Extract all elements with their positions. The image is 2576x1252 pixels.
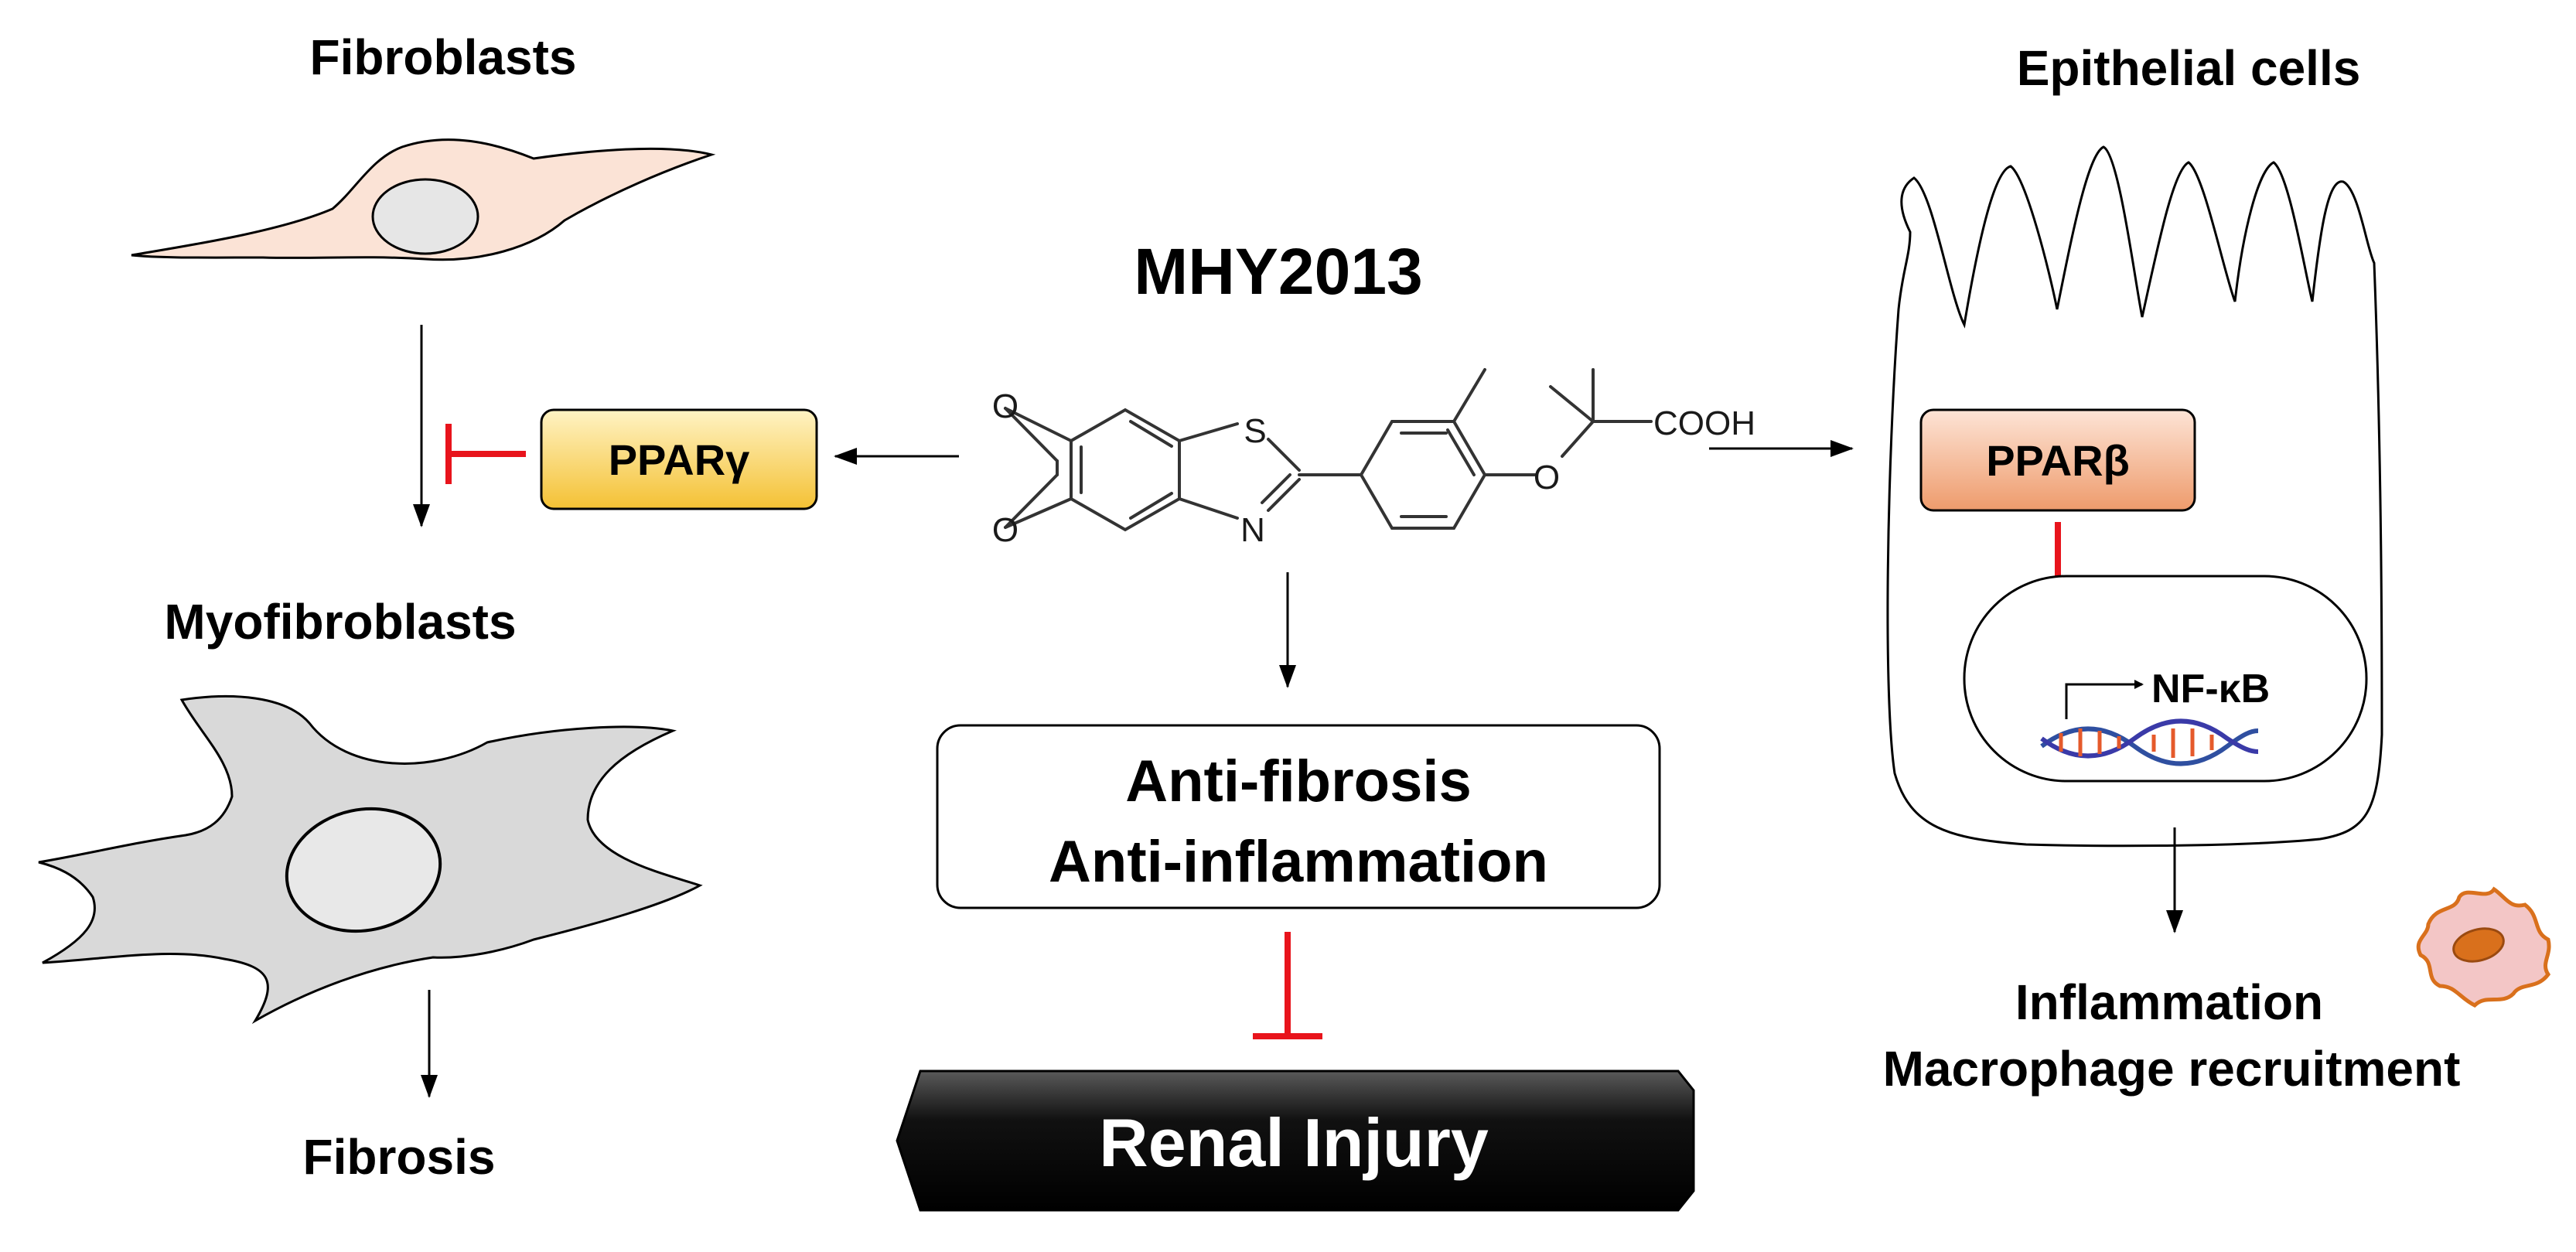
macrophage-icon xyxy=(2416,886,2551,1008)
epithelial-cells-label: Epithelial cells xyxy=(2017,40,2361,96)
svg-text:O: O xyxy=(992,511,1018,549)
svg-text:O: O xyxy=(992,387,1018,425)
renal-injury-label: Renal Injury xyxy=(1099,1104,1489,1181)
transcription-arrow-icon xyxy=(2065,680,2144,719)
anti-inflammation-label: Anti-inflammation xyxy=(1049,829,1548,895)
chemical-atom-labels: O O S N O COOH xyxy=(992,387,1755,549)
svg-text:COOH: COOH xyxy=(1653,404,1755,442)
anti-fibrosis-label: Anti-fibrosis xyxy=(1125,749,1472,814)
inhibit-renal-injury xyxy=(1253,932,1322,1039)
fibroblasts-label: Fibroblasts xyxy=(310,29,577,85)
svg-text:O: O xyxy=(1534,459,1560,496)
macrophage-recruitment-label: Macrophage recruitment xyxy=(1883,1041,2461,1097)
svg-text:N: N xyxy=(1240,511,1265,549)
inhibit-differentiation xyxy=(445,424,526,484)
myofibroblast-cell xyxy=(38,694,703,1025)
dna-icon xyxy=(2040,718,2259,766)
nfkb-label: NF-κB xyxy=(2151,667,2270,711)
compound-name: MHY2013 xyxy=(1134,235,1423,308)
ppar-gamma-box: PPARγ xyxy=(540,408,818,510)
chemical-structure xyxy=(1004,368,1653,532)
nucleus xyxy=(1963,575,2368,783)
inflammation-label: Inflammation xyxy=(2015,974,2323,1030)
ppar-beta-box: PPARβ xyxy=(1919,408,2196,512)
effects-box: Anti-fibrosis Anti-inflammation xyxy=(936,724,1661,909)
ppar-beta-label: PPARβ xyxy=(1986,436,2130,485)
ppar-gamma-label: PPARγ xyxy=(609,435,750,484)
renal-injury-banner: Renal Injury xyxy=(896,1069,1695,1212)
svg-text:S: S xyxy=(1244,412,1266,450)
fibroblast-cell xyxy=(131,138,716,261)
fibrosis-label: Fibrosis xyxy=(303,1129,496,1185)
myofibroblasts-label: Myofibroblasts xyxy=(164,594,516,650)
